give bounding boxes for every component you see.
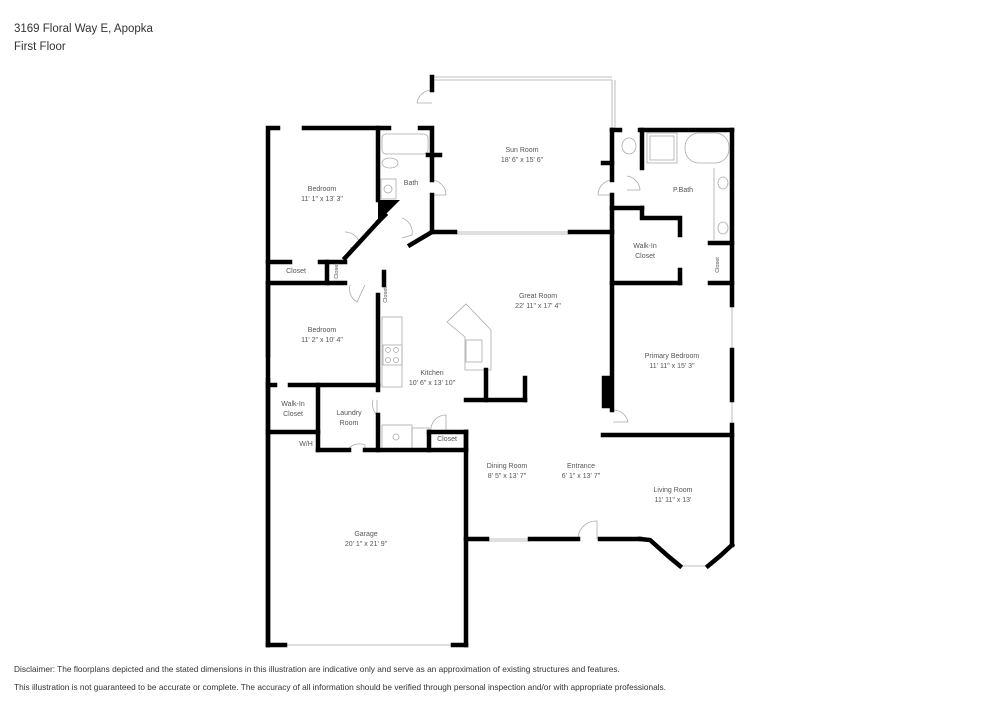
room-name: Entrance (566, 463, 596, 470)
walls (265, 74, 736, 648)
room-name: P.Bath (672, 187, 694, 194)
room-walk-in-closet-primary: Walk-In Closet (633, 242, 656, 262)
room-dims: 22' 11" x 17' 4" (515, 303, 561, 310)
room-name: W/H (299, 441, 313, 448)
room-name: Room (339, 420, 359, 427)
room-name: Closet (283, 411, 303, 418)
room-kitchen: Kitchen 10' 6" x 13' 10" (409, 369, 455, 389)
room-primary-bedroom: Primary Bedroom 11' 11" x 15' 3" (645, 352, 699, 372)
room-name: Garage (354, 531, 378, 538)
header: 3169 Floral Way E, Apopka First Floor (14, 20, 153, 56)
room-dims: 11' 1" x 13' 3" (301, 196, 343, 203)
room-dims: 10' 6" x 13' 10" (408, 380, 456, 387)
room-name: Closet (437, 436, 457, 443)
room-entrance: Entrance 6' 1" x 13' 7" (562, 462, 600, 482)
room-dims: 11' 2" x 10' 4" (301, 337, 343, 344)
room-dims: 11' 11" x 13' (654, 497, 692, 504)
room-name: Walk-In (281, 401, 305, 408)
room-bath: Bath (404, 179, 418, 189)
room-p-bath: P.Bath (673, 186, 693, 196)
room-closet-small-2: Closet (382, 287, 389, 303)
room-laundry: Laundry Room (336, 409, 361, 429)
room-dims: 8' 5" x 13' 7" (487, 473, 527, 480)
room-name: Closet (286, 268, 306, 275)
room-name: Sun Room (505, 147, 539, 154)
room-water-heater: W/H (299, 440, 313, 450)
room-dims: 20' 1" x 21' 9" (344, 541, 388, 548)
room-bedroom-1: Bedroom 11' 1" x 13' 3" (301, 185, 343, 205)
room-name: Great Room (518, 293, 558, 300)
room-closet-bed1: Closet (286, 267, 306, 277)
room-bedroom-2: Bedroom 11' 2" x 10' 4" (301, 326, 343, 346)
room-name: Bath (403, 180, 419, 187)
room-name: Living Room (653, 487, 693, 494)
room-name: Kitchen (420, 370, 444, 377)
fixtures (278, 76, 733, 646)
room-living-room: Living Room 11' 11" x 13' (654, 486, 693, 506)
room-name: Bedroom (307, 327, 337, 334)
room-great-room: Great Room 22' 11" x 17' 4" (515, 292, 561, 312)
room-name: Laundry (336, 410, 362, 417)
room-walk-in-closet-2: Walk-In Closet (281, 400, 304, 420)
room-name: Bedroom (307, 186, 337, 193)
room-name: Primary Bedroom (644, 353, 700, 360)
room-name: Dining Room (486, 463, 528, 470)
room-dims: 18' 6" x 15' 6" (500, 157, 544, 164)
room-closet-primary: Closet (714, 257, 721, 273)
room-dining-room: Dining Room 8' 5" x 13' 7" (487, 462, 527, 482)
room-garage: Garage 20' 1" x 21' 9" (345, 530, 387, 550)
property-address: 3169 Floral Way E, Apopka (14, 23, 153, 35)
disclaimer-line-1: Disclaimer: The floorplans depicted and … (14, 664, 620, 674)
room-name: Walk-In (633, 243, 657, 250)
floor-label: First Floor (14, 41, 66, 53)
disclaimer-line-2: This illustration is not guaranteed to b… (14, 682, 666, 692)
room-closet-kitchen: Closet (437, 435, 457, 445)
room-sun-room: Sun Room 18' 6" x 15' 6" (501, 146, 543, 166)
room-dims: 11' 11" x 15' 3" (649, 363, 695, 370)
room-closet-small-1: Closet (333, 263, 340, 279)
room-dims: 6' 1" x 13' 7" (561, 473, 601, 480)
room-name: Closet (635, 253, 655, 260)
